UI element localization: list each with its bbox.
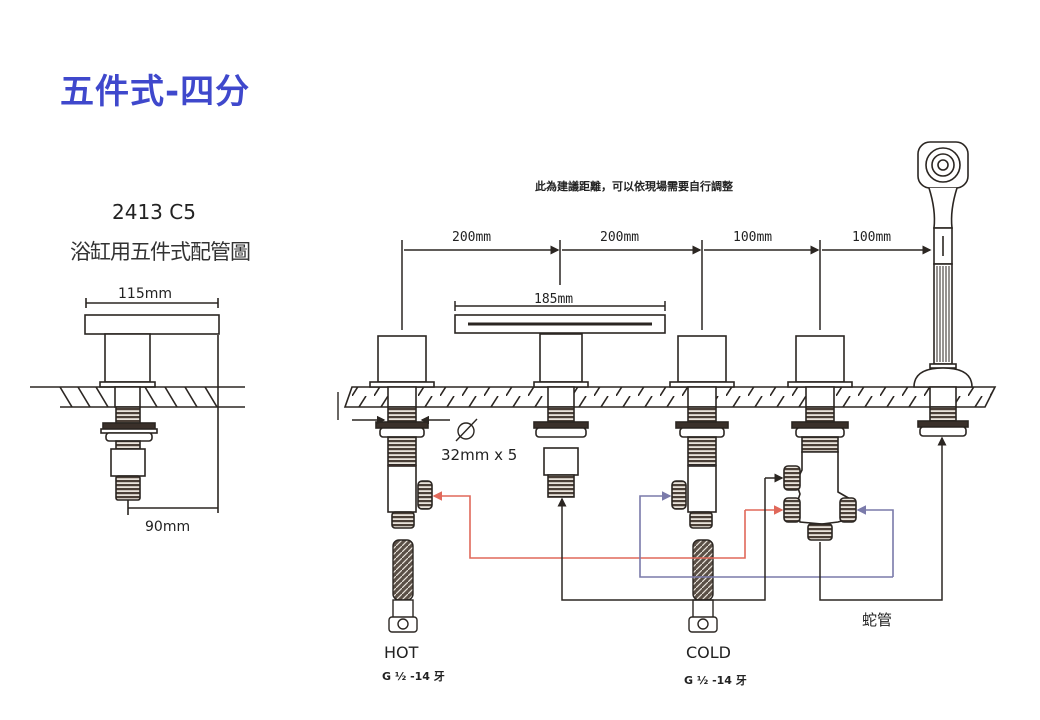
spout-supply-pipe <box>557 478 766 601</box>
hole-spec-label: 32mm x 5 <box>441 446 517 464</box>
hot-thread-spec: G ½ -14 牙 <box>382 670 445 683</box>
cold-thread-spec: G ½ -14 牙 <box>684 674 747 687</box>
page-title: 五件式-四分 <box>60 72 251 112</box>
diverter-valve <box>783 335 857 541</box>
cold-pipe <box>639 491 893 578</box>
dimension-lines <box>401 240 932 330</box>
cold-label: COLD <box>686 643 731 662</box>
hand-shower <box>913 141 973 437</box>
hole-diameter-marker <box>337 392 478 442</box>
cold-valve <box>669 335 735 529</box>
dim-spacing-1: 200mm <box>452 230 491 245</box>
dim-115-label: 115mm <box>118 286 172 302</box>
side-view <box>30 298 245 515</box>
cold-supply-hose <box>688 539 718 633</box>
hot-supply-hose <box>388 539 418 633</box>
model-number: 2413 C5 <box>112 200 196 224</box>
dim-spacing-4: 100mm <box>852 230 891 245</box>
deck <box>343 386 997 408</box>
hot-pipe <box>432 491 746 559</box>
hot-label: HOT <box>384 643 419 662</box>
hose-label: 蛇管 <box>862 611 892 629</box>
dim-90-label: 90mm <box>145 519 190 535</box>
cold-pipe-to-diverter <box>856 505 894 577</box>
side-handle <box>84 314 220 335</box>
dim-spacing-3: 100mm <box>733 230 772 245</box>
shower-hose-pipe <box>819 436 947 601</box>
dim-spacing-2: 200mm <box>600 230 639 245</box>
hot-valve <box>369 335 435 529</box>
dim-spout-width: 185mm <box>534 292 573 307</box>
diagram-subtitle: 浴缸用五件式配管圖 <box>70 240 251 264</box>
distance-note: 此為建議距離，可以依現場需要自行調整 <box>535 180 733 193</box>
spout <box>454 314 666 498</box>
